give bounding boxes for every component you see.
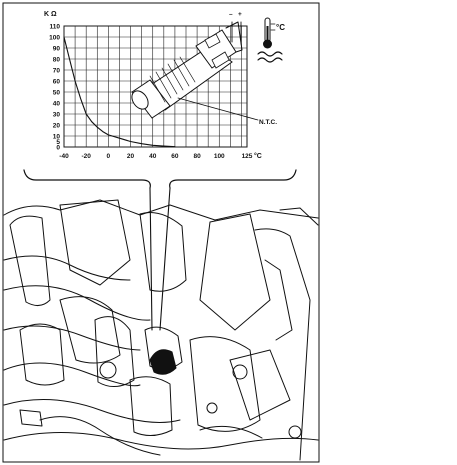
x-tick-label: -20 <box>81 153 91 160</box>
x-tick-label: 0 <box>107 153 111 160</box>
y-tick-label: 20 <box>53 122 61 129</box>
y-tick-label: 40 <box>53 100 61 107</box>
sensor-illustration: – + N.T.C. <box>131 11 277 126</box>
y-unit-label: K Ω <box>44 11 57 18</box>
x-tick-labels: -40 -20 0 20 40 60 80 100 125 <box>59 153 253 160</box>
y-tick-label: 80 <box>53 56 61 63</box>
y-tick-label: 100 <box>49 34 60 41</box>
polarity-plus-label: + <box>238 11 242 18</box>
y-tick-label: 90 <box>53 45 61 52</box>
y-tick-label: 5 <box>56 139 60 146</box>
diagram-frame <box>2 2 320 463</box>
y-tick-label: 110 <box>50 23 61 30</box>
engine-bay-illustration <box>3 199 319 461</box>
y-tick-label: 10 <box>53 133 61 140</box>
x-tick-label: 80 <box>193 153 201 160</box>
x-tick-label: 40 <box>149 153 157 160</box>
callout-brace <box>23 169 297 189</box>
x-tick-label: -40 <box>59 153 69 160</box>
polarity-minus-label: – <box>229 11 233 18</box>
x-tick-label: 125 <box>242 153 253 160</box>
y-tick-label: 70 <box>53 67 61 74</box>
x-tick-label: 60 <box>171 153 179 160</box>
x-unit-label: °C <box>254 152 262 160</box>
x-tick-label: 20 <box>127 153 135 160</box>
temperature-icon: °C <box>257 17 285 63</box>
ntc-label: N.T.C. <box>259 119 277 126</box>
y-tick-label: 60 <box>53 78 61 85</box>
temperature-icon-unit: °C <box>276 23 285 32</box>
y-tick-label: 30 <box>53 111 61 118</box>
x-tick-label: 100 <box>214 153 225 160</box>
y-tick-label: 0 <box>56 144 60 151</box>
y-tick-label: 50 <box>53 89 61 96</box>
resistance-curve <box>63 36 176 148</box>
